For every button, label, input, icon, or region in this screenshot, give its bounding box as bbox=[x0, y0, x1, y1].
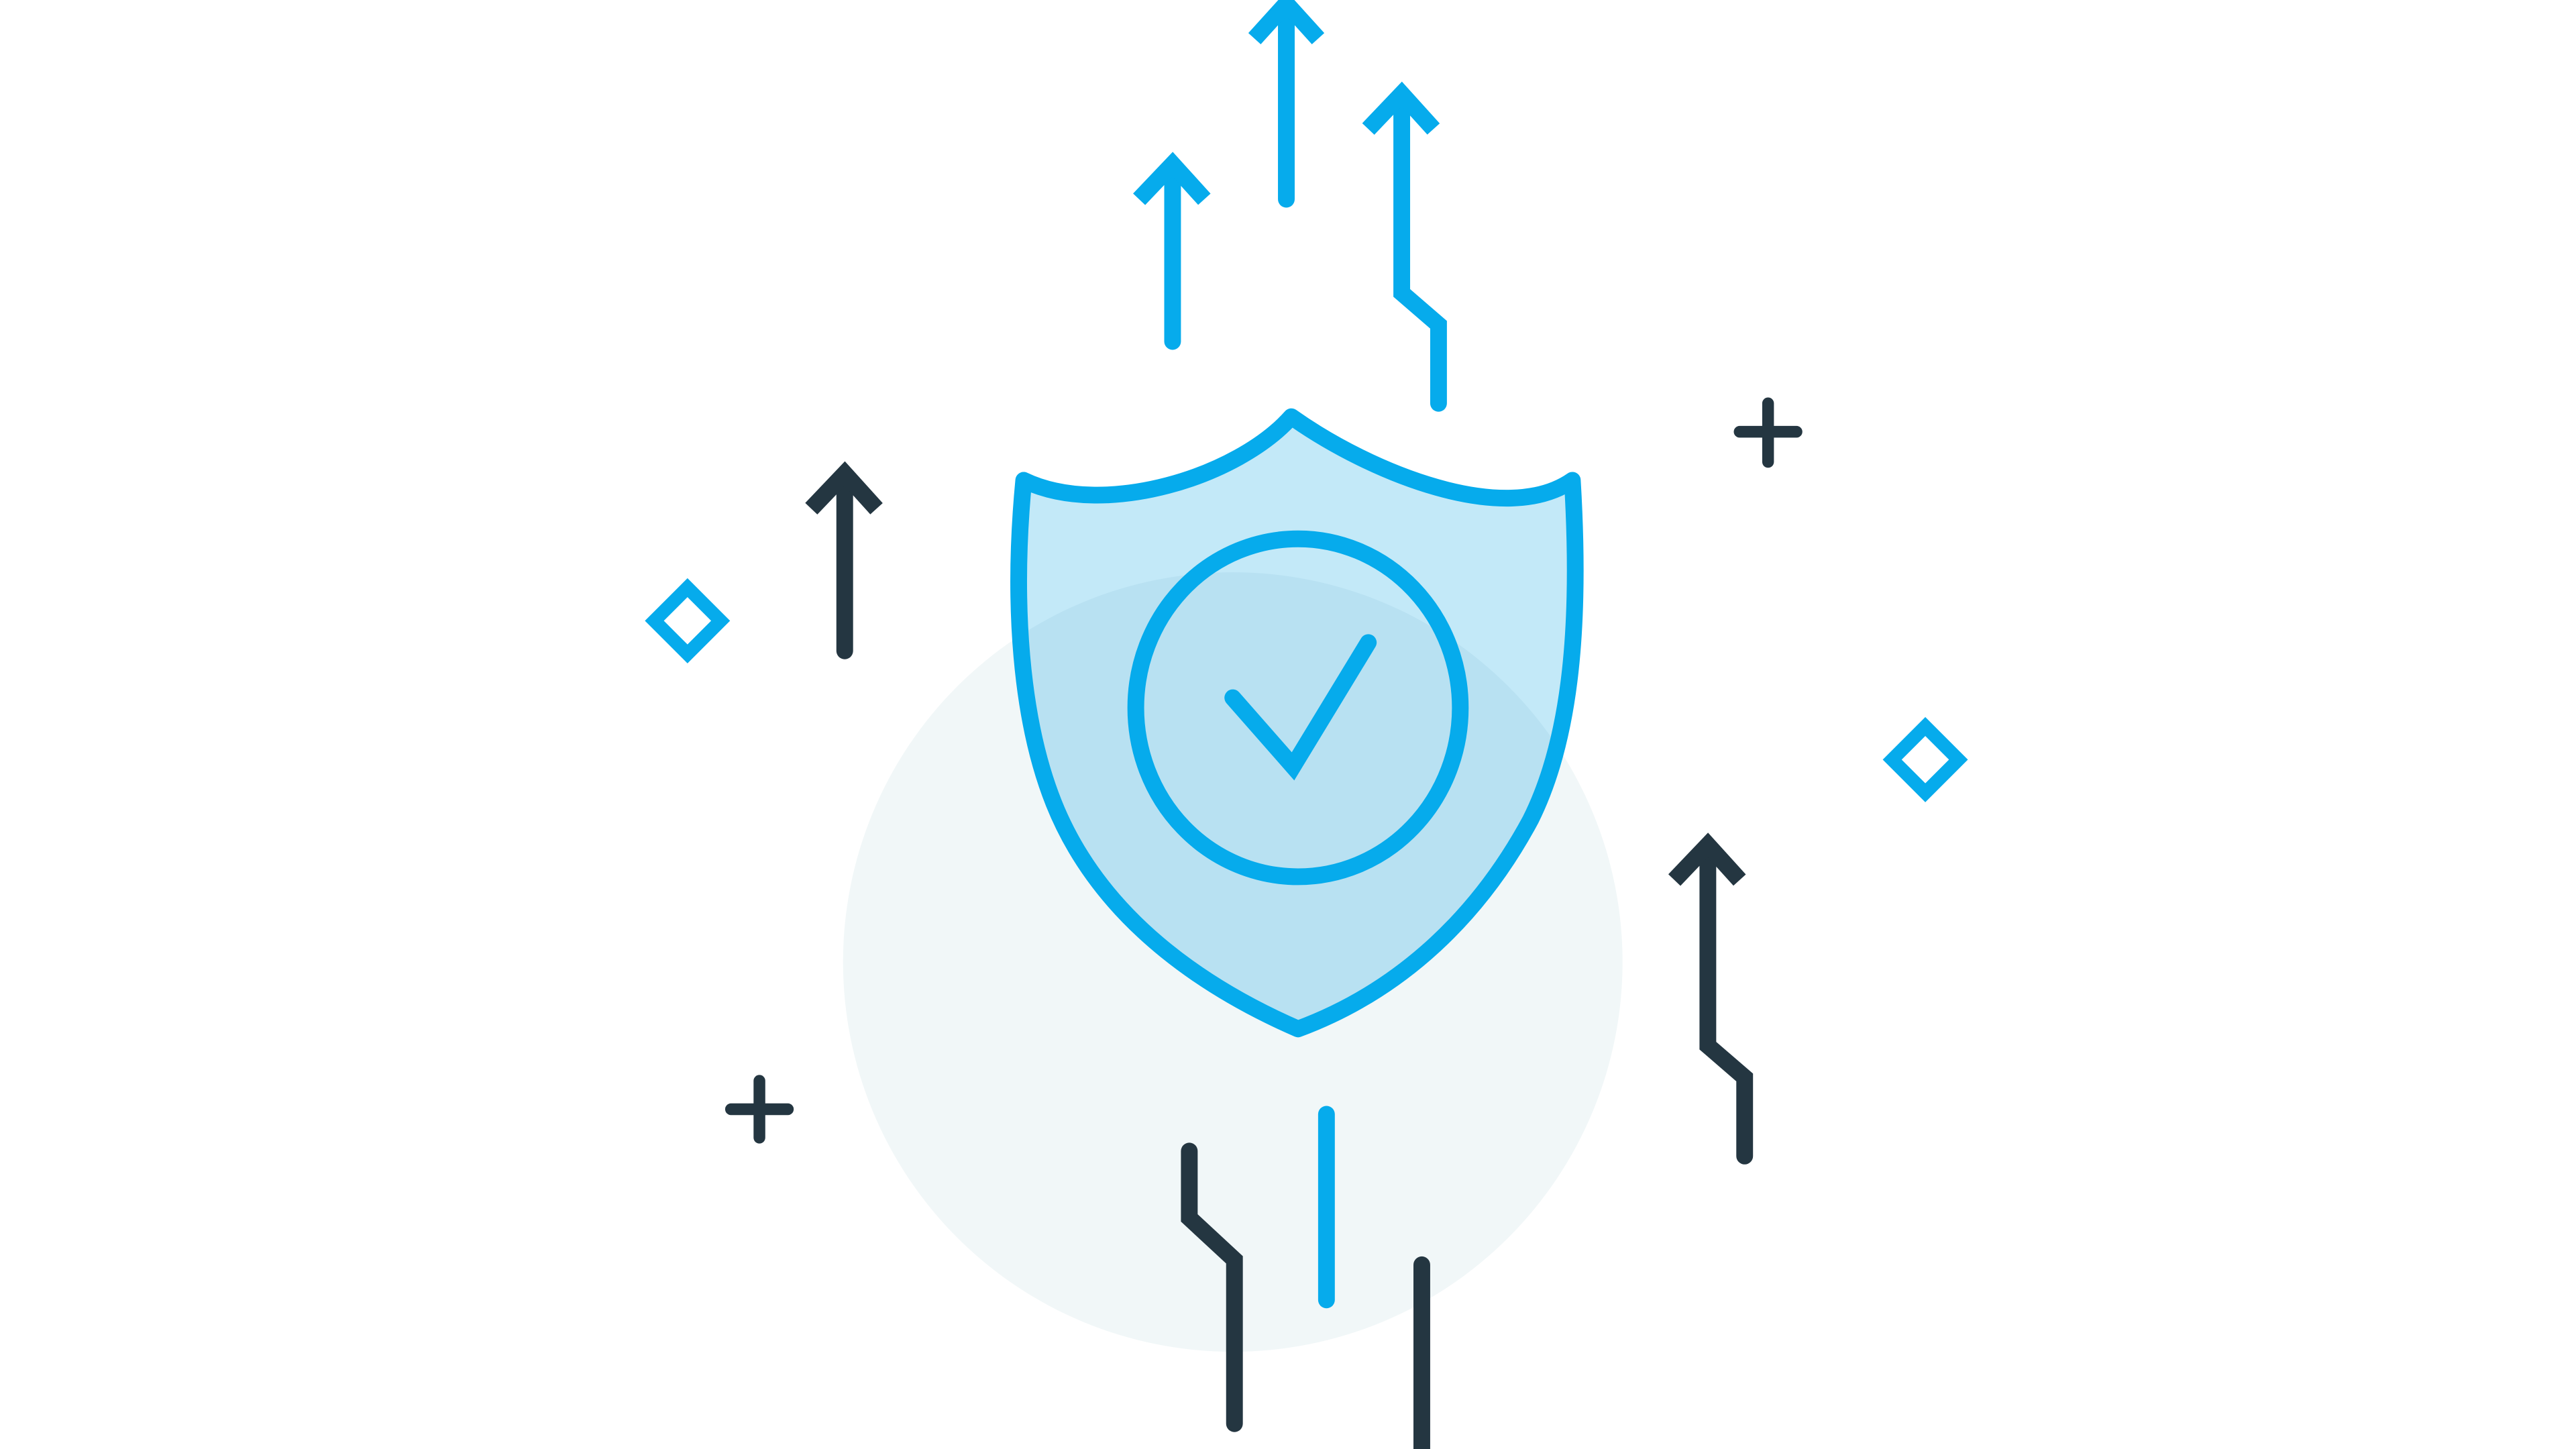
arrow-up-icon-dark-left bbox=[805, 461, 883, 659]
shield-outline bbox=[1010, 408, 1584, 1038]
check-badge-ring bbox=[1127, 530, 1469, 885]
trail-line-bottom-left bbox=[1181, 1142, 1243, 1432]
arrow-up-icon-dark-right bbox=[1668, 833, 1754, 1165]
shield-icon bbox=[1010, 408, 1584, 1038]
arrow-up-icon-left bbox=[1133, 152, 1211, 350]
arrow-up-icon-right bbox=[1362, 81, 1447, 412]
diamond-icon-right bbox=[1882, 716, 1968, 802]
plus-icon-top-right bbox=[1733, 397, 1803, 468]
check-icon bbox=[1224, 634, 1377, 781]
arrow-up-icon-center bbox=[1248, 0, 1325, 208]
diamond-icon-left bbox=[645, 578, 731, 663]
plus-icon-bottom-left bbox=[724, 1075, 794, 1144]
